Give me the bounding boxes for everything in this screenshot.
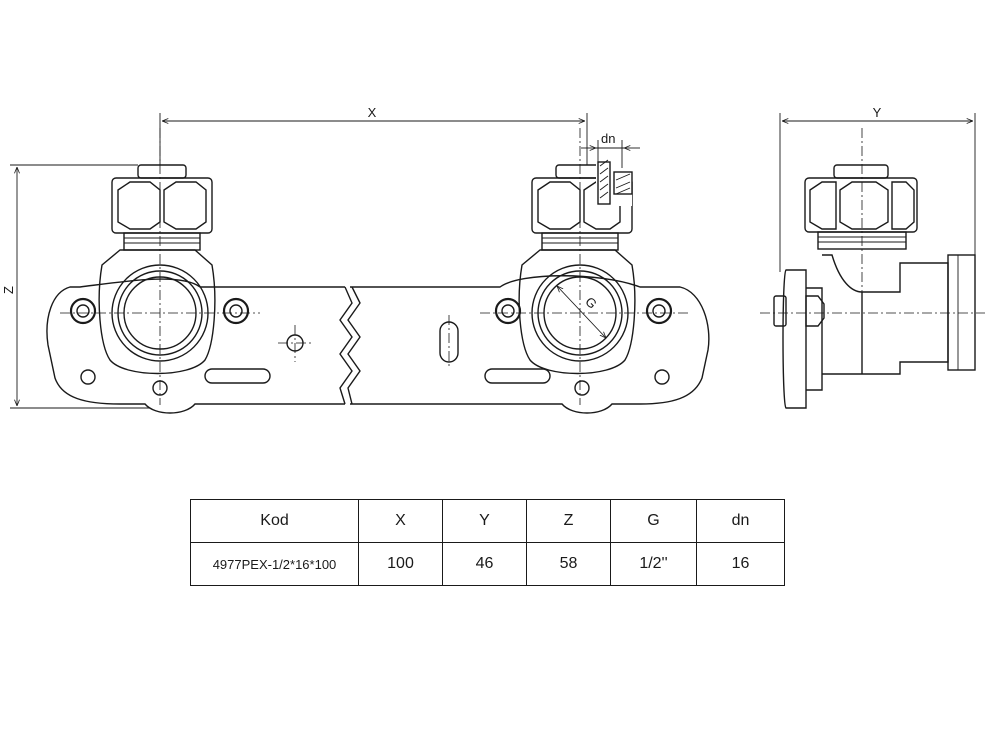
header-dn: dn — [696, 499, 785, 543]
left-compression-nut — [111, 164, 213, 251]
cell-y: 46 — [442, 542, 527, 586]
header-x: X — [358, 499, 443, 543]
cell-dn: 16 — [696, 542, 785, 586]
cell-g: 1/2'' — [610, 542, 697, 586]
break-line-left — [339, 286, 353, 405]
plate-hole — [574, 380, 590, 396]
dimension-x-label: X — [368, 105, 377, 120]
plate-slot — [484, 368, 551, 384]
side-outlet-socket — [947, 254, 976, 371]
side-compression-nut — [804, 164, 918, 250]
cell-kod: 4977PEX-1/2*16*100 — [190, 542, 359, 586]
screw-left-2 — [222, 297, 250, 325]
cell-z: 58 — [526, 542, 611, 586]
specification-table: Kod X Y Z G dn 4977PEX-1/2*16*100 100 46… — [190, 499, 785, 586]
header-y: Y — [442, 499, 527, 543]
dimension-dn-label: dn — [601, 131, 615, 146]
dimension-dn: dn — [581, 131, 640, 168]
screw-right-1 — [494, 297, 522, 325]
screw-right-2 — [645, 297, 673, 325]
side-flange — [782, 269, 807, 409]
side-view — [760, 128, 985, 409]
plate-hole — [654, 369, 670, 385]
screw-left-1 — [69, 297, 97, 325]
mounting-plate-right — [350, 275, 710, 414]
front-view: G — [46, 128, 710, 414]
plate-hole — [80, 369, 96, 385]
cell-x: 100 — [358, 542, 443, 586]
header-z: Z — [526, 499, 611, 543]
side-elbow-body — [822, 254, 949, 375]
left-outlet-body — [98, 249, 216, 375]
dimension-z-label: Z — [1, 286, 16, 294]
table-header-row: Kod X Y Z G dn — [190, 499, 785, 543]
dimension-x: X — [159, 105, 588, 165]
mounting-plate-left — [46, 278, 345, 414]
dimension-y: Y — [779, 105, 976, 272]
pipe-section-detail — [596, 159, 633, 206]
plate-slot — [204, 368, 271, 384]
dimension-z: Z — [1, 164, 150, 409]
header-kod: Kod — [190, 499, 359, 543]
break-line-right — [347, 286, 361, 405]
table-row: 4977PEX-1/2*16*100 100 46 58 1/2'' 16 — [190, 542, 785, 586]
dimension-y-label: Y — [873, 105, 882, 120]
header-g: G — [610, 499, 697, 543]
dimension-g-label: G — [582, 294, 600, 312]
side-screw — [773, 295, 787, 327]
